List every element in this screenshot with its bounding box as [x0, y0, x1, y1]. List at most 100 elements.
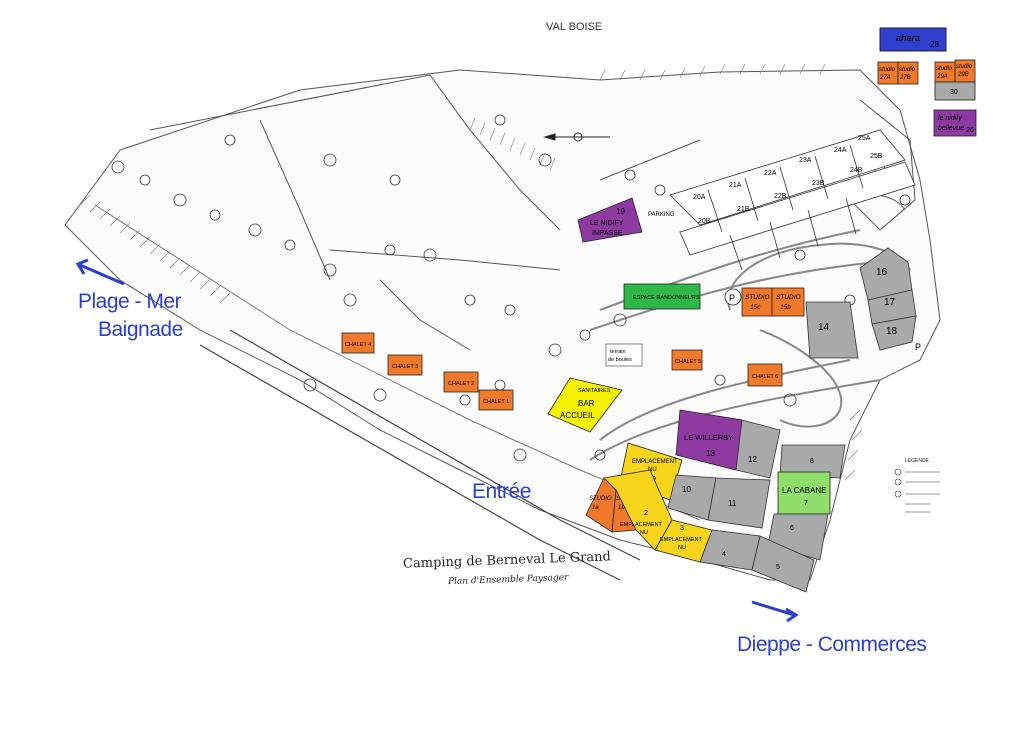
- emplacement-9-l2: NU: [648, 467, 657, 473]
- unit-30[interactable]: [934, 81, 976, 101]
- parking-p1: P: [729, 293, 735, 303]
- espace-randonneurs[interactable]: [623, 283, 701, 310]
- unit-18-num: 18: [886, 326, 898, 337]
- studio-15b-l1: STUDIO: [776, 294, 801, 301]
- unit-28-name: ahara: [896, 33, 920, 43]
- unit-19-num: 19: [616, 207, 625, 216]
- chalet-2-label: CHALET 2: [448, 381, 474, 387]
- studio-1a-l1: STUDIO: [589, 496, 612, 502]
- studio-15c-l2: 15c: [750, 304, 761, 311]
- unit-12-num: 12: [748, 455, 757, 464]
- pitch-25b[interactable]: 25B: [870, 153, 883, 160]
- hatching: [79, 63, 863, 481]
- unit-26[interactable]: [933, 109, 977, 137]
- unit-29a-l2: 29A: [936, 74, 948, 80]
- unit-17-num: 17: [884, 297, 896, 308]
- unit-27b[interactable]: [897, 61, 919, 85]
- terrain-label-2: de boules: [608, 357, 632, 363]
- unit-27a-l2: 27A: [879, 75, 891, 81]
- unit-19-l1: LE NIDIFY: [590, 220, 624, 227]
- unit-28-num: 28: [930, 40, 939, 49]
- pitch-23a[interactable]: 23A: [799, 157, 812, 164]
- unit-18[interactable]: [871, 315, 917, 351]
- espace-randonneurs-label: ESPACE RANDONNEURS: [633, 295, 700, 301]
- unit-12[interactable]: [735, 419, 781, 479]
- pitch-21a[interactable]: 21A: [729, 182, 742, 189]
- arrow-beach-icon: [75, 258, 125, 286]
- unit-26-l2: bellevue: [938, 125, 964, 132]
- unit-27b-l1: studio: [899, 67, 916, 73]
- terrain-de-boules: [605, 343, 643, 367]
- studio-15c[interactable]: [741, 287, 773, 317]
- unit-29b-l2: 29B: [957, 72, 969, 78]
- chalet-6-label: CHALET 6: [752, 374, 778, 380]
- unit-19-l2: IMPASSE: [592, 230, 623, 237]
- pitch-23b[interactable]: 23B: [812, 180, 825, 187]
- chalet-1-label: CHALET 1: [483, 399, 509, 405]
- legend: LEGENDE: [894, 458, 940, 513]
- studio-1b-l2: 1b: [618, 505, 625, 511]
- emplacement-2-l2: NU: [640, 530, 648, 536]
- terrain-label-1: terrain: [610, 349, 626, 355]
- chalet-5-label: CHALET 5: [675, 359, 701, 365]
- chalet-1[interactable]: [478, 389, 514, 411]
- sanitaires-bar-accueil[interactable]: [547, 377, 623, 433]
- trees: [111, 114, 911, 462]
- unit-16-num: 16: [876, 267, 888, 278]
- dieppe-direction: Dieppe - Commerces: [737, 633, 927, 656]
- pitch-24b[interactable]: 24B: [850, 167, 863, 174]
- beach-direction-line2: Baignade: [98, 318, 183, 341]
- unit-8-num: 8: [810, 458, 814, 465]
- studio-15c-l1: STUDIO: [745, 294, 770, 301]
- unit-29a-l1: studio: [936, 66, 953, 72]
- emplacement-3[interactable]: [654, 519, 713, 563]
- pitch-22b[interactable]: 22B: [774, 193, 787, 200]
- pitch-20b[interactable]: 20B: [698, 218, 711, 225]
- pitch-grid: [669, 129, 916, 271]
- chalet-3[interactable]: [387, 354, 423, 376]
- studio-1a-l2: 1a: [592, 505, 599, 511]
- parking-p2: P: [915, 342, 921, 352]
- chalet-4-label: CHALET 4: [345, 342, 371, 348]
- emplacement-3-l2: NU: [678, 545, 686, 551]
- studio-15b[interactable]: [771, 287, 805, 317]
- chalet-6[interactable]: [747, 363, 783, 387]
- pitch-20a[interactable]: 20A: [693, 194, 706, 201]
- pitch-21b[interactable]: 21B: [737, 206, 750, 213]
- pitch-24a[interactable]: 24A: [834, 147, 847, 154]
- unit-4-num: 4: [722, 551, 726, 558]
- emplacement-3-num: 3: [680, 525, 684, 532]
- cabane-name: LA CABANE: [782, 486, 826, 495]
- unit-10-num: 10: [682, 485, 691, 494]
- emplacement-2-l1: EMPLACEMENT: [620, 522, 663, 528]
- unit-19[interactable]: [577, 197, 643, 243]
- willerby-name: LE WILLERBY: [684, 433, 733, 442]
- entrance-label: Entrée: [472, 480, 531, 503]
- pitch-22a[interactable]: 22A: [764, 170, 777, 177]
- pitch-25a[interactable]: 25A: [858, 135, 871, 142]
- chalet-4[interactable]: [341, 332, 375, 354]
- chalet-5[interactable]: [671, 349, 703, 371]
- la-cabane[interactable]: [777, 471, 831, 515]
- unit-14[interactable]: [805, 301, 859, 359]
- unit-5-num: 5: [776, 564, 780, 571]
- unit-27b-l2: 27B: [899, 75, 911, 81]
- emplacement-2-num: 2: [644, 510, 648, 517]
- unit-16[interactable]: [859, 247, 913, 301]
- beach-direction-line1: Plage - Mer: [78, 290, 182, 313]
- unit-5[interactable]: [751, 535, 815, 593]
- parking-icon: [724, 288, 742, 306]
- compass-icon: [543, 132, 610, 142]
- unit-11[interactable]: [707, 477, 771, 529]
- unit-28[interactable]: [879, 27, 947, 52]
- chalet-3-label: CHALET 3: [392, 364, 418, 370]
- bar-label: BAR: [578, 399, 595, 408]
- unit-6-num: 6: [790, 525, 794, 532]
- unit-8[interactable]: [779, 444, 846, 479]
- parking-label: PARKING: [648, 212, 675, 218]
- legend-title: LEGENDE: [905, 458, 930, 464]
- chalet-2[interactable]: [443, 371, 479, 393]
- cabane-num: 7: [804, 500, 808, 507]
- studio-15b-l2: 15b: [780, 304, 791, 311]
